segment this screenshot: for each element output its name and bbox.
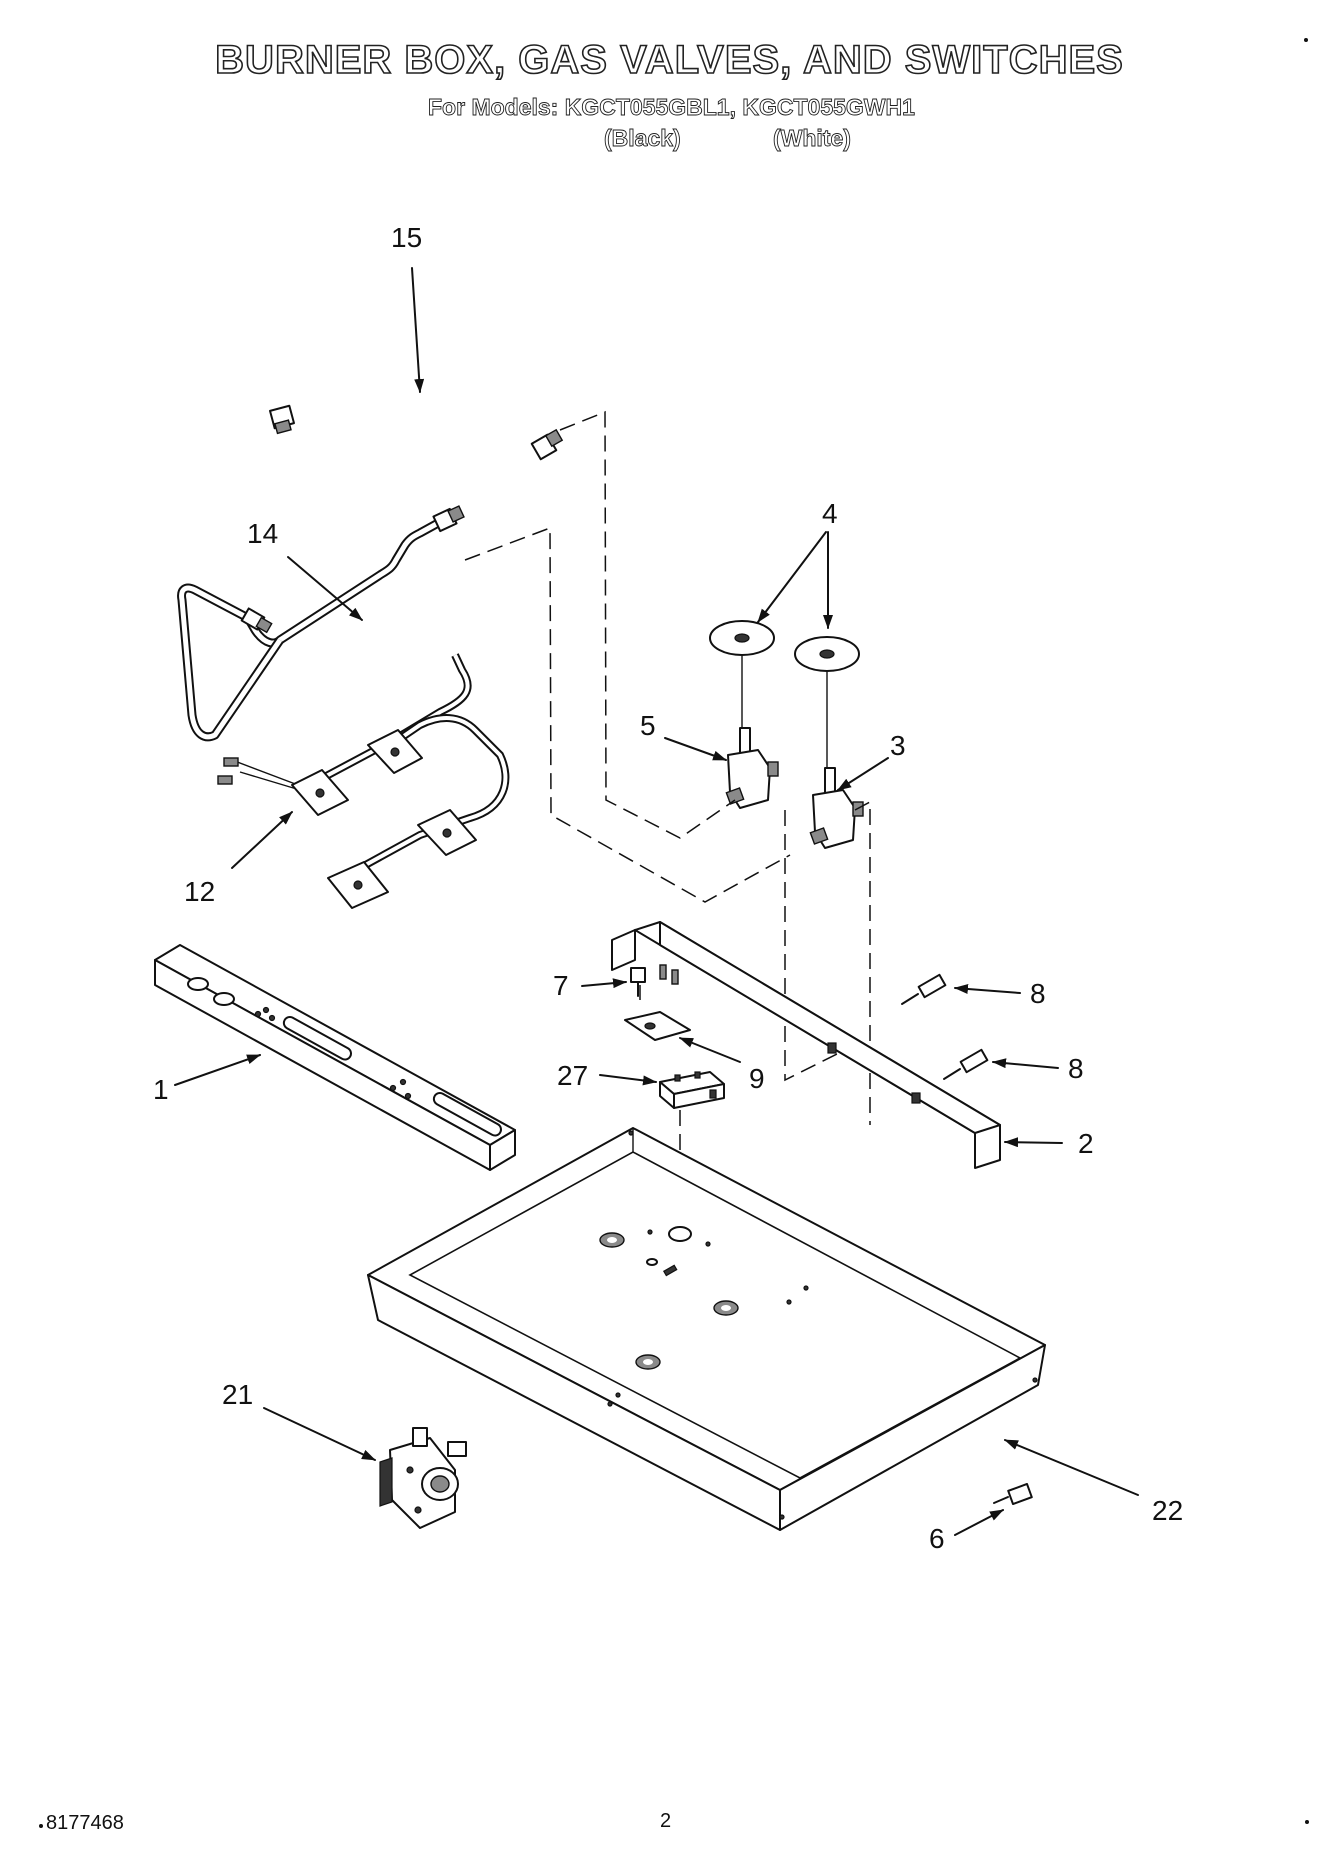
callout-12: 12 <box>184 876 216 907</box>
screw-8b <box>943 1048 989 1080</box>
callout-22: 22 <box>1152 1495 1184 1526</box>
callout-15: 15 <box>391 222 423 253</box>
callout-21: 21 <box>222 1379 254 1410</box>
variant-white-label: (White) <box>773 125 852 152</box>
switch-bracket-9 <box>624 1011 691 1041</box>
page-title: BURNER BOX, GAS VALVES, AND SWITCHES <box>214 37 1124 83</box>
page-number: 2 <box>660 1810 672 1832</box>
callout-7: 7 <box>553 970 569 1001</box>
models-line: For Models: KGCT055GBL1, KGCT055GWH1 <box>428 94 916 121</box>
gas-tube-15 <box>269 357 564 461</box>
corner-mark-left <box>39 1824 43 1828</box>
callout-27: 27 <box>557 1060 589 1091</box>
callout-2: 2 <box>1078 1128 1094 1159</box>
corner-mark-bottom <box>1305 1820 1309 1824</box>
gas-tube-14 <box>177 505 465 742</box>
leader-arrows <box>174 267 1139 1536</box>
screw-6 <box>993 1483 1033 1505</box>
alignment-lines <box>464 410 871 1270</box>
front-panel-1 <box>154 944 516 1171</box>
corner-mark-top <box>1304 38 1308 42</box>
gas-valve-5 <box>725 727 779 809</box>
callout-3: 3 <box>890 730 906 761</box>
rear-bracket-2 <box>611 921 1001 1169</box>
washer-4b <box>794 636 860 672</box>
screw-8a <box>901 973 947 1005</box>
callout-14: 14 <box>247 518 279 549</box>
callout-9: 9 <box>749 1063 765 1094</box>
part-number: 8177468 <box>46 1812 124 1834</box>
callout-5: 5 <box>640 710 656 741</box>
variant-black-label: (Black) <box>604 125 682 152</box>
callout-8-lower: 8 <box>1068 1053 1084 1084</box>
burner-box-22 <box>367 1127 1046 1531</box>
callout-8-upper: 8 <box>1030 978 1046 1009</box>
pressure-regulator-21 <box>379 1427 467 1529</box>
callout-4: 4 <box>822 498 838 529</box>
screw-7 <box>630 967 646 997</box>
callout-1: 1 <box>153 1074 169 1105</box>
callout-6: 6 <box>929 1523 945 1554</box>
washer-4a <box>709 620 775 656</box>
switch-harness-12 <box>217 653 510 909</box>
switch-27 <box>659 1071 725 1109</box>
